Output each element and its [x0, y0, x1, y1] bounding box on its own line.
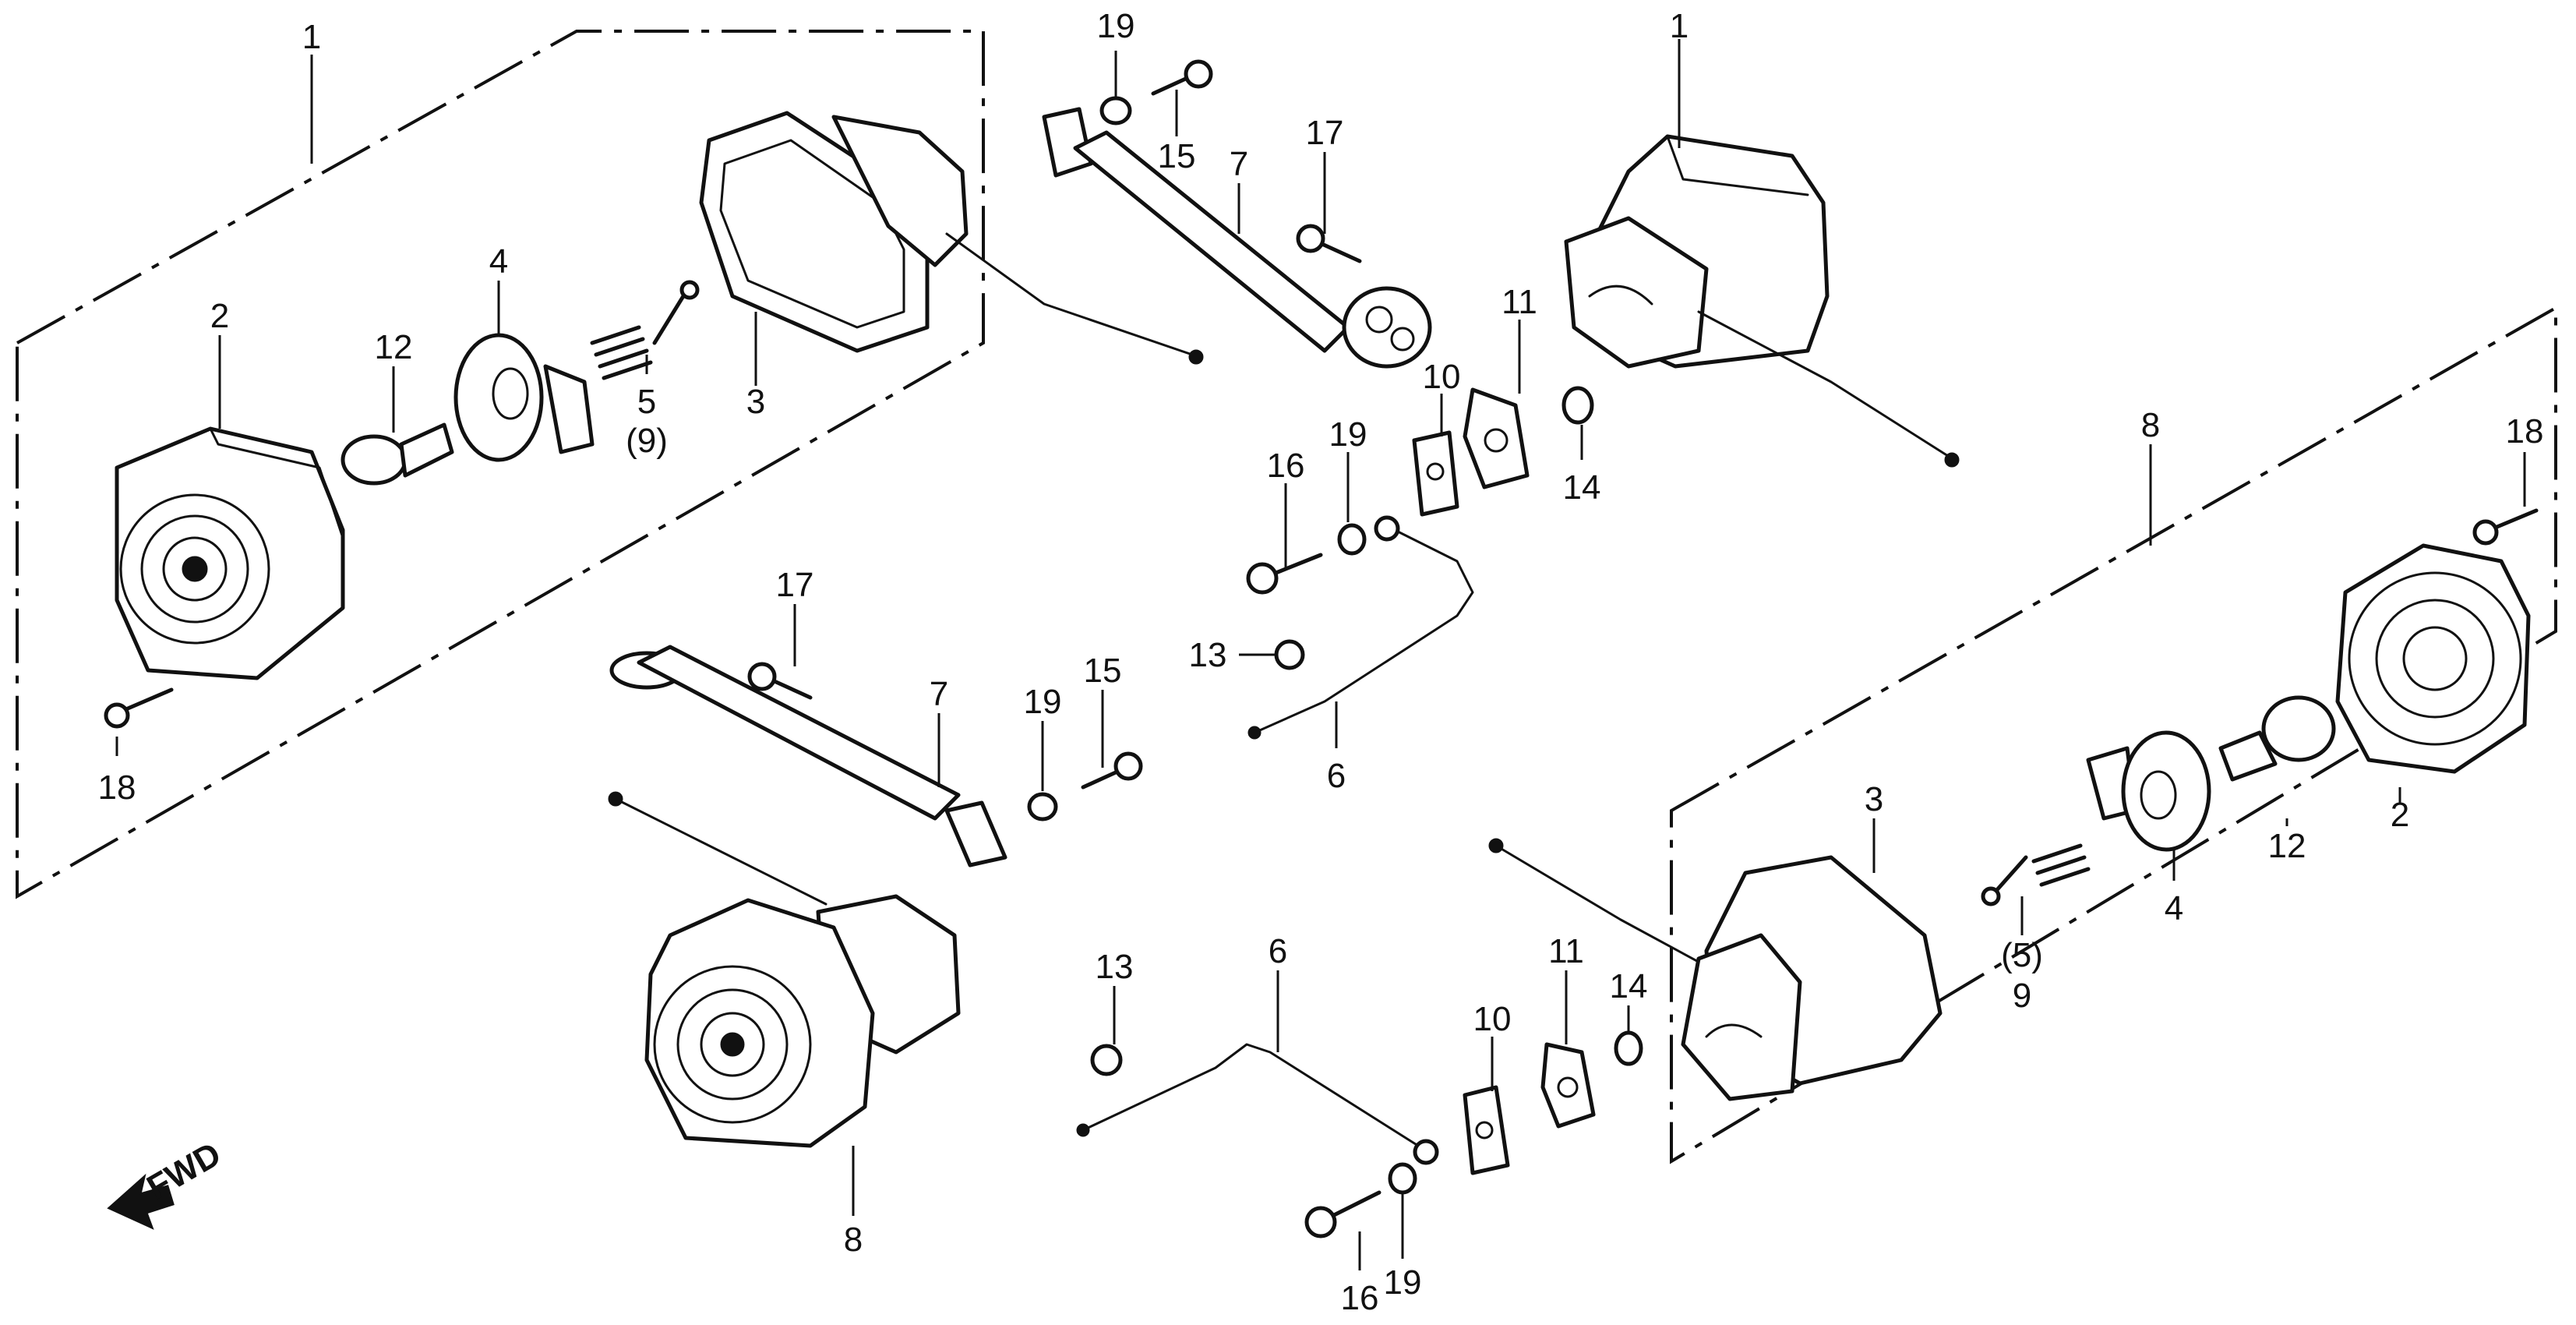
housing-right-bottom	[1488, 838, 1943, 1101]
washer-19-mid	[1337, 523, 1367, 556]
callout-3: 3	[746, 383, 765, 421]
bolt-17-mid	[747, 662, 813, 700]
spring-left-top	[590, 280, 700, 380]
callout-5: 5	[637, 383, 656, 421]
nut-19-mid	[1027, 792, 1058, 822]
callout-14: 14	[1610, 967, 1648, 1005]
assembly-frame-left	[16, 30, 985, 899]
spring-right-bottom	[1981, 843, 2091, 906]
callout-8: 8	[844, 1221, 863, 1259]
callout-19: 19	[1384, 1263, 1422, 1302]
bulb-left-top	[341, 422, 454, 486]
callout-4: 4	[489, 242, 508, 281]
leader-lines	[115, 39, 2526, 1270]
callout-5: (5)	[2001, 936, 2043, 974]
bracket-11-top	[1463, 387, 1530, 489]
callout-19: 19	[1024, 683, 1062, 721]
bracket-11-bottom	[1540, 1042, 1596, 1129]
callout-15: 15	[1084, 652, 1122, 690]
stay-mid	[609, 645, 1007, 867]
callout-1: 1	[302, 18, 321, 56]
callout-4: 4	[2165, 889, 2183, 928]
lens-right-bottom	[2335, 543, 2531, 774]
callout-11: 11	[1548, 932, 1584, 970]
callout-11: 11	[1501, 283, 1537, 321]
bolt-15-top	[1151, 59, 1213, 96]
callout-17: 17	[776, 566, 814, 604]
callout-9: 9	[2013, 977, 2031, 1015]
housing-left-top	[699, 111, 1204, 365]
callout-3: 3	[1865, 780, 1883, 818]
plate-10-bottom	[1463, 1085, 1510, 1175]
socket-left-top	[453, 333, 595, 462]
plate-10-top	[1412, 430, 1459, 517]
callout-16: 16	[1267, 447, 1305, 485]
bolt-16-top	[1246, 553, 1323, 595]
assembly-frame-right	[1670, 305, 2557, 1164]
screw-right-bottom	[2472, 508, 2539, 546]
callout-7: 7	[930, 675, 948, 713]
callout-13: 13	[1096, 948, 1134, 986]
wire-6-bottom	[1076, 1043, 1439, 1165]
callout-17: 17	[1306, 114, 1344, 152]
socket-right-bottom	[2086, 730, 2211, 852]
callout-15: 15	[1158, 137, 1196, 175]
washer-19-bottom	[1388, 1162, 1417, 1195]
callout-2: 2	[2391, 796, 2409, 834]
callout-19: 19	[1329, 415, 1367, 454]
callout-7: 7	[1230, 145, 1248, 183]
forward-arrow-icon	[107, 1173, 175, 1230]
wire-6-top	[1247, 515, 1474, 740]
nut-13-bottom	[1090, 1044, 1123, 1076]
callout-19: 19	[1097, 7, 1135, 45]
callout-8: 8	[2141, 406, 2160, 444]
callout-14: 14	[1563, 468, 1601, 507]
lamp-left-bottom	[608, 791, 961, 1148]
nut-19-top	[1099, 96, 1132, 125]
callout-2: 2	[210, 297, 229, 335]
callout-9: (9)	[626, 422, 668, 460]
bolt-16-bottom	[1304, 1190, 1382, 1238]
stay-top	[1042, 107, 1432, 369]
lens-left-top	[115, 426, 345, 680]
lamp-right-top	[1564, 134, 1960, 468]
callout-13: 13	[1189, 636, 1227, 674]
screw-left-top	[104, 687, 174, 729]
callout-10: 10	[1423, 358, 1461, 396]
callout-18: 18	[98, 768, 136, 807]
callout-12: 12	[2268, 827, 2306, 865]
callout-10: 10	[1473, 1000, 1512, 1038]
callout-6: 6	[1269, 932, 1287, 970]
callout-1: 1	[1670, 7, 1689, 45]
collar-14-top	[1561, 386, 1594, 425]
callout-12: 12	[375, 328, 413, 366]
callout-16: 16	[1341, 1279, 1379, 1317]
forward-label: FWD	[141, 1135, 228, 1207]
bolt-15-mid	[1081, 751, 1143, 790]
bulb-right-bottom	[2218, 695, 2336, 782]
collar-14-bottom	[1614, 1030, 1643, 1066]
bolt-17-top	[1296, 224, 1362, 263]
nut-13-top	[1274, 639, 1305, 670]
callout-18: 18	[2506, 412, 2544, 450]
callout-6: 6	[1327, 757, 1346, 795]
